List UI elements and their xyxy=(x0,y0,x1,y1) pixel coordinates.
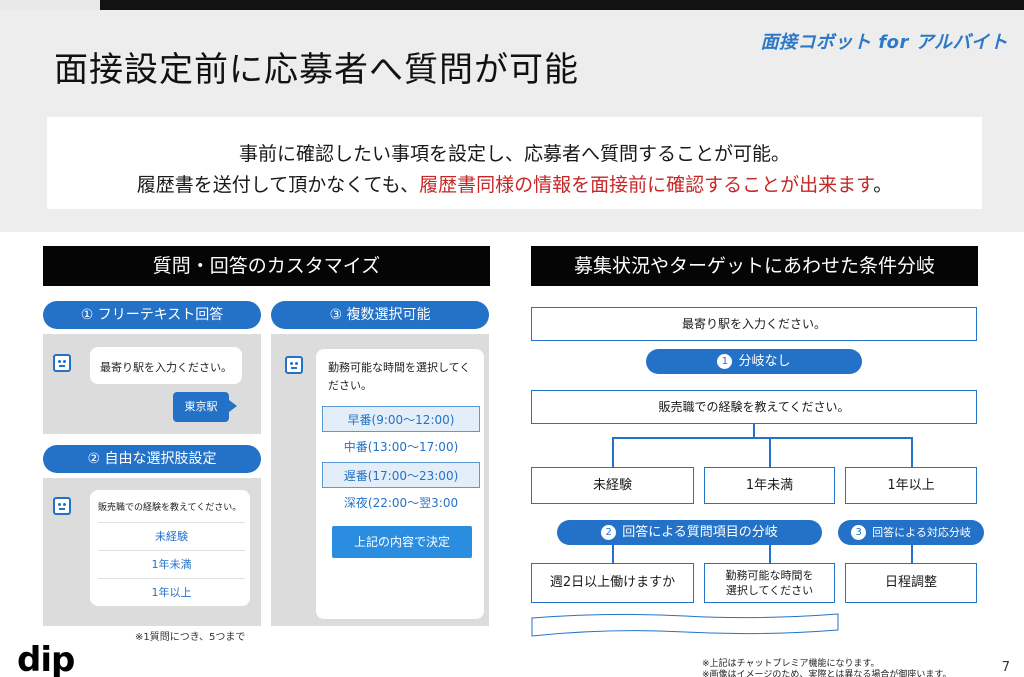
free-text-answer-bubble: 東京駅 xyxy=(173,392,229,422)
multi-select-question: 勤務可能な時間を選択してください。 xyxy=(328,361,471,392)
branch-pill-2: 2 回答による質問項目の分岐 xyxy=(557,520,822,545)
brand-logo: 面接コボット for アルバイト xyxy=(760,32,1008,53)
choice-options: 未経験 1年未満 1年以上 xyxy=(98,522,245,606)
bot-icon xyxy=(53,354,71,372)
branch-number: 3 xyxy=(851,525,867,540)
reply-bubble-tail xyxy=(229,400,237,412)
intro-line-1: 事前に確認したい事項を設定し、応募者へ質問することが可能。 xyxy=(238,143,790,165)
connector-line xyxy=(769,437,771,467)
branch-pill-3: 3 回答による対応分岐 xyxy=(838,520,984,545)
footer-note-1: ※上記はチャットプレミア機能になります。 xyxy=(702,659,880,669)
option-limit-note: ※1質問につき、5つまで xyxy=(135,632,246,643)
footer-note-2: ※画像はイメージのため、実際とは異なる場合が御座います。 xyxy=(702,670,952,677)
flow-result-box: 週2日以上働けますか xyxy=(531,563,694,603)
page-title: 面接設定前に応募者へ質問が可能 xyxy=(54,50,579,90)
flow-question-2: 販売職での経験を教えてください。 xyxy=(531,390,977,424)
connector-line xyxy=(612,437,614,467)
choice-option[interactable]: 未経験 xyxy=(98,522,245,550)
flow-result-box: 日程調整 xyxy=(845,563,977,603)
branch-label: 回答による質問項目の分岐 xyxy=(622,525,778,540)
choice-option[interactable]: 1年未満 xyxy=(98,550,245,578)
intro-line-2: 履歴書を送付して頂かなくても、履歴書同様の情報を面接前に確認することが出来ます。 xyxy=(47,170,982,197)
top-bar xyxy=(0,0,1024,10)
intro-line-2-highlight: 履歴書同様の情報を面接前に確認することが出来ます xyxy=(419,174,874,196)
dip-logo: dip xyxy=(17,640,75,677)
flow-answer-box: 未経験 xyxy=(531,467,694,504)
branch-label: 分岐なし xyxy=(738,354,791,369)
time-option-early[interactable]: 早番(9:00～12:00) xyxy=(322,406,480,432)
branch-pill-1: 1 分岐なし xyxy=(646,349,862,374)
branch-number: 2 xyxy=(601,525,617,540)
flow-answer-box: 1年以上 xyxy=(845,467,977,504)
bot-icon xyxy=(53,497,71,515)
branch-label: 回答による対応分岐 xyxy=(872,526,971,539)
multi-select-label: ③ 複数選択可能 xyxy=(271,301,489,329)
free-text-question: 最寄り駅を入力ください。 xyxy=(100,361,232,374)
connector-line xyxy=(769,545,771,563)
time-option-mid[interactable]: 中番(13:00～17:00) xyxy=(343,440,459,454)
time-option-night[interactable]: 深夜(22:00～翌3:00 xyxy=(343,496,459,510)
connector-line xyxy=(753,424,755,438)
flow-answer-box: 1年未満 xyxy=(704,467,835,504)
bot-icon xyxy=(285,356,303,374)
intro-box: 事前に確認したい事項を設定し、応募者へ質問することが可能。 履歴書を送付して頂か… xyxy=(47,117,982,209)
choice-label: ② 自由な選択肢設定 xyxy=(43,445,261,473)
choice-question-card: 販売職での経験を教えてください。 xyxy=(90,490,250,606)
flow-result-text: 勤務可能な時間を 選択してください xyxy=(725,569,814,597)
branch-number: 1 xyxy=(717,354,733,369)
intro-line-2-plain: 履歴書を送付して頂かなくても、 xyxy=(136,174,420,196)
time-option-late[interactable]: 遅番(17:00～23:00) xyxy=(322,462,480,488)
flow-result-box: 勤務可能な時間を 選択してください xyxy=(704,563,835,603)
right-section-header: 募集状況やターゲットにあわせた条件分岐 xyxy=(531,246,978,286)
connector-line xyxy=(911,437,913,467)
page-number: 7 xyxy=(1001,660,1010,675)
connector-line xyxy=(612,437,913,439)
torn-continuation-box xyxy=(531,613,839,637)
connector-line xyxy=(911,545,913,563)
top-bar-accent xyxy=(0,0,100,10)
flow-question-1: 最寄り駅を入力ください。 xyxy=(531,307,977,341)
left-section-header: 質問・回答のカスタマイズ xyxy=(43,246,490,286)
intro-line-2-end: 。 xyxy=(873,174,893,196)
choice-question: 販売職での経験を教えてください。 xyxy=(98,503,242,513)
decide-button[interactable]: 上記の内容で決定 xyxy=(332,526,472,558)
choice-option[interactable]: 1年以上 xyxy=(98,578,245,606)
free-text-question-card: 最寄り駅を入力ください。 xyxy=(90,347,242,384)
free-text-label: ① フリーテキスト回答 xyxy=(43,301,261,329)
connector-line xyxy=(612,545,614,563)
